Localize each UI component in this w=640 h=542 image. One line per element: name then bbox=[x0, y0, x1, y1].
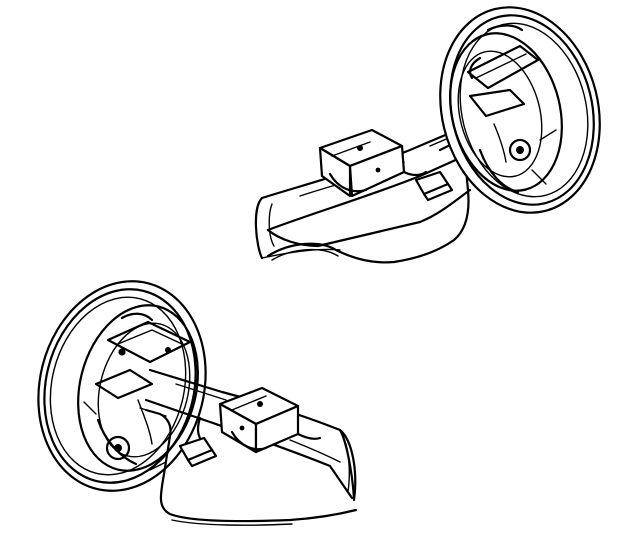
upper-brake-drum bbox=[439, 6, 601, 214]
lower-spring-seat bbox=[218, 386, 322, 454]
lower-brake-line bbox=[139, 407, 358, 526]
upper-brake-line-bracket bbox=[414, 170, 454, 202]
lower-brake-drum bbox=[37, 280, 207, 492]
lower-brake-line-bracket bbox=[178, 436, 218, 468]
lower-axle-assembly bbox=[37, 280, 358, 526]
upper-axle-assembly bbox=[254, 6, 601, 264]
upper-spring-seat bbox=[318, 128, 428, 198]
